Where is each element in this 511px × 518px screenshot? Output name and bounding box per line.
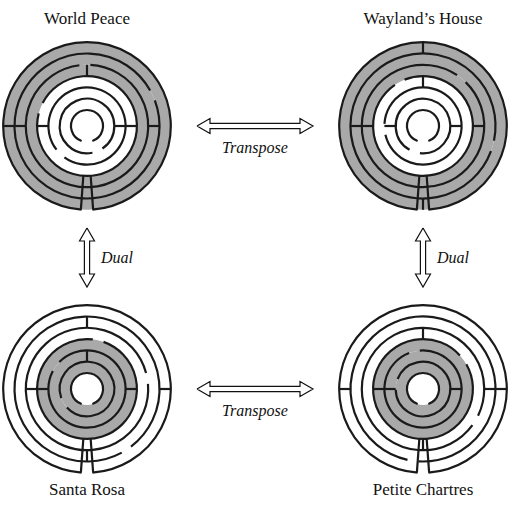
labyrinth-wall [339, 305, 507, 472]
labyrinth-wall [422, 199, 424, 210]
labyrinth-wall [351, 125, 362, 127]
labyrinth-wall [71, 110, 103, 141]
path-band [362, 65, 484, 187]
labyrinth-wall [396, 99, 451, 154]
path-band [384, 350, 461, 427]
labyrinth-wall [450, 388, 461, 390]
labyrinth-wall [91, 176, 93, 210]
labyrinth-wall [417, 176, 419, 210]
labyrinth-wall [14, 54, 159, 199]
labyrinth-wall [114, 125, 125, 127]
operation-label: Transpose [220, 402, 290, 420]
path-band [396, 362, 451, 417]
labyrinth-wall [71, 373, 103, 404]
path-band [60, 362, 115, 417]
labyrinth-wall [86, 65, 88, 76]
labyrinth-wall [15, 125, 26, 127]
labyrinth-wall [126, 125, 137, 127]
labyrinth-node: Santa Rosa [1, 303, 173, 501]
labyrinth-name: Petite Chartres [337, 479, 509, 501]
labyrinth-wall [3, 305, 171, 472]
labyrinth-wall [160, 388, 171, 390]
labyrinth-wall [422, 42, 424, 53]
labyrinth-wall [473, 125, 484, 127]
labyrinth-wall [496, 388, 507, 390]
path-band [26, 65, 148, 187]
labyrinth-wall [91, 439, 93, 473]
labyrinth-wall [351, 53, 496, 198]
labyrinth-wall [26, 388, 37, 390]
labyrinth-drawing [337, 40, 509, 212]
labyrinth-drawing [337, 303, 509, 475]
labyrinth-wall [26, 65, 148, 187]
labyrinth-drawing [1, 40, 173, 212]
labyrinth-wall [60, 99, 115, 154]
labyrinth-wall [384, 125, 395, 127]
labyrinth-wall [362, 328, 484, 450]
labyrinth-wall [407, 110, 439, 141]
labyrinth-wall [148, 125, 159, 127]
labyrinth-wall [384, 87, 461, 164]
operation-label: Transpose [220, 139, 290, 157]
path-band [37, 339, 137, 439]
labyrinth-drawing [1, 303, 173, 475]
labyrinth-wall [417, 439, 419, 473]
labyrinth-name: World Peace [1, 8, 173, 30]
labyrinth-wall [427, 439, 429, 473]
labyrinth-node: Wayland’s House [337, 4, 509, 212]
labyrinth-wall [422, 328, 424, 339]
labyrinth-wall [339, 388, 350, 390]
path-band [3, 42, 171, 210]
labyrinth-wall [3, 42, 171, 209]
labyrinth-name: Santa Rosa [1, 479, 173, 501]
operation-label: Dual [435, 249, 471, 267]
double-arrow [197, 119, 313, 134]
labyrinth-wall [37, 125, 48, 127]
labyrinth-wall [396, 362, 451, 417]
labyrinth-wall [37, 76, 137, 176]
labyrinth-wall [422, 439, 424, 450]
labyrinth-wall [26, 328, 148, 450]
path-band [48, 350, 125, 427]
labyrinth-wall [362, 125, 373, 127]
labyrinth-wall [422, 76, 424, 87]
labyrinth-wall [81, 176, 83, 210]
labyrinth-wall [384, 350, 461, 427]
labyrinth-wall [86, 317, 88, 328]
labyrinth-wall [384, 388, 395, 390]
labyrinth-node: Petite Chartres [337, 303, 509, 501]
labyrinth-wall [14, 317, 159, 462]
labyrinth-wall [81, 439, 83, 473]
labyrinth-wall [373, 388, 384, 390]
labyrinth-node: World Peace [1, 4, 173, 212]
double-arrow [80, 228, 95, 287]
labyrinth-wall [407, 373, 439, 404]
labyrinth-wall [126, 388, 137, 390]
labyrinth-wall [48, 87, 125, 164]
labyrinth-wall [3, 125, 14, 127]
path-band [351, 54, 496, 199]
labyrinth-wall [48, 350, 125, 427]
labyrinth-wall [86, 450, 88, 461]
labyrinth-wall [373, 339, 473, 439]
operation-label: Dual [99, 249, 135, 267]
labyrinth-wall [86, 350, 88, 361]
labyrinth-wall [37, 388, 48, 390]
labyrinth-wall [339, 42, 507, 209]
double-arrow [416, 228, 431, 287]
labyrinth-wall [350, 317, 495, 462]
double-arrow [197, 382, 313, 397]
path-band [339, 42, 507, 210]
path-band [373, 339, 473, 439]
labyrinth-name: Wayland’s House [337, 8, 509, 30]
path-band [15, 54, 160, 199]
labyrinth-wall [450, 125, 461, 127]
labyrinth-wall [427, 176, 429, 210]
labyrinth-wall [37, 339, 137, 439]
labyrinth-wall [60, 362, 115, 417]
labyrinth-wall [484, 388, 495, 390]
labyrinth-wall [362, 65, 484, 187]
labyrinth-wall [373, 76, 473, 176]
